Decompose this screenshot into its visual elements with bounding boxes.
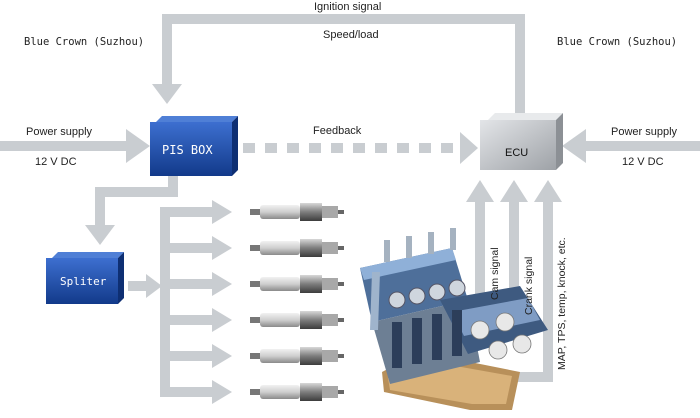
pis-to-splitter-arrow <box>85 174 178 245</box>
ignition-signal-arrow <box>152 14 525 116</box>
feedback-label: Feedback <box>313 125 362 137</box>
speed-load-label: Speed/load <box>323 29 379 41</box>
power-supply-right-voltage: 12 V DC <box>622 156 664 168</box>
spark-plug-icon <box>250 347 344 365</box>
crank-signal-label: Crank signal <box>523 256 535 315</box>
spark-plug-icon <box>250 239 344 257</box>
cam-signal-label: Cam signal <box>489 247 501 300</box>
splitter-label: Spliter <box>60 275 107 288</box>
pis-box-label: PIS BOX <box>162 143 213 157</box>
sensors-arrow <box>500 180 562 382</box>
power-supply-left-arrow <box>0 129 150 163</box>
distribution-arrows <box>128 200 232 404</box>
splitter-box <box>46 252 124 304</box>
cam-signal-arrow <box>466 180 494 325</box>
spark-plug-icon <box>250 383 344 401</box>
ecu-box <box>480 113 563 170</box>
sensors-label: MAP, TPS, temp, knock, etc. <box>556 237 568 370</box>
power-supply-right-label: Power supply <box>611 126 678 138</box>
pis-box <box>150 116 238 176</box>
ignition-signal-label: Ignition signal <box>314 1 382 13</box>
engine-illustration <box>360 228 548 410</box>
power-supply-left-voltage: 12 V DC <box>35 156 77 168</box>
power-supply-left-label: Power supply <box>26 126 93 138</box>
feedback-arrow <box>243 132 478 164</box>
watermark-left: Blue Crown (Suzhou) <box>24 36 145 48</box>
spark-plug-icon <box>250 311 344 329</box>
crank-signal-arrow <box>500 180 528 325</box>
ecu-label: ECU <box>505 147 529 159</box>
spark-plug-icon <box>250 203 344 221</box>
watermark-right: Blue Crown (Suzhou) <box>557 36 678 48</box>
spark-plugs <box>250 203 344 401</box>
power-supply-right-arrow <box>562 129 700 163</box>
spark-plug-icon <box>250 275 344 293</box>
